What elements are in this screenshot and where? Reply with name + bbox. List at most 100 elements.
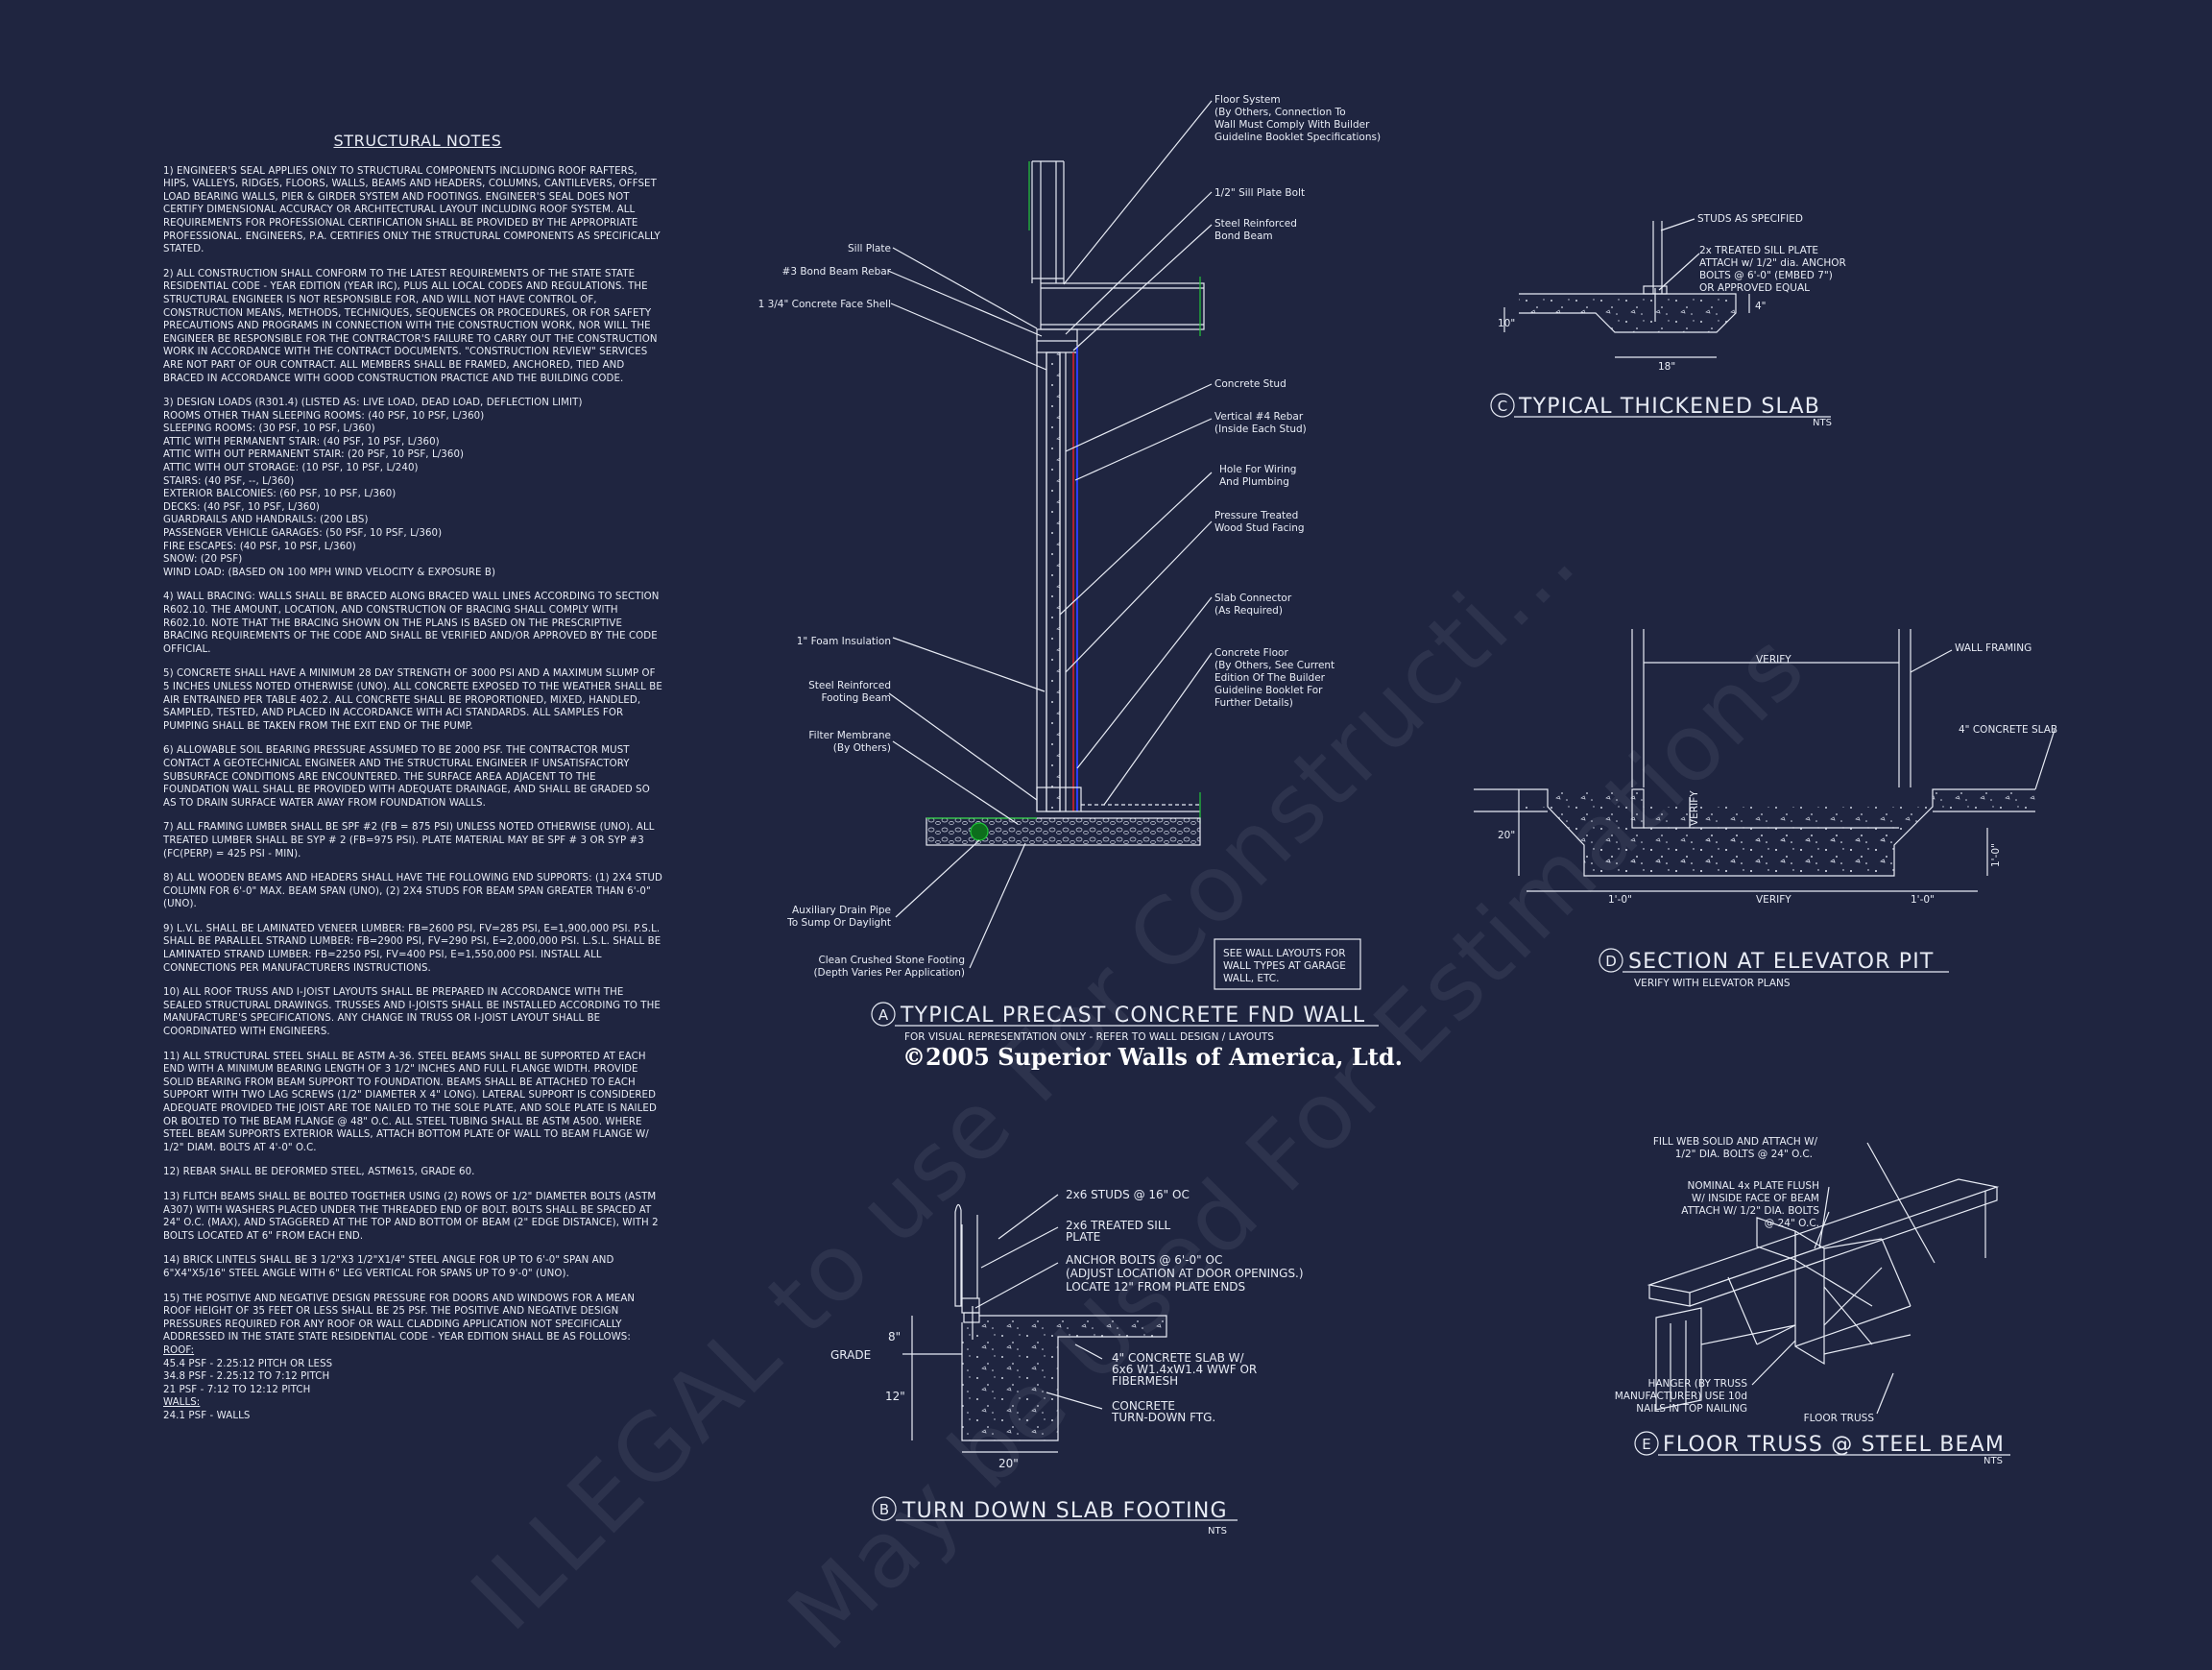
detail-b-scale: NTS bbox=[1208, 1526, 1227, 1537]
d-dim-1ft-left: 1'-0" bbox=[1608, 894, 1632, 906]
label-concrete-floor-3: Edition Of The Builder bbox=[1214, 672, 1326, 684]
d-label-verify-top: VERIFY bbox=[1756, 654, 1791, 666]
c-label-studs: STUDS AS SPECIFIED bbox=[1697, 213, 1803, 225]
d-label-concrete-slab: 4" CONCRETE SLAB bbox=[1959, 724, 2057, 736]
note-4: 4) WALL BRACING: WALLS SHALL BE BRACED A… bbox=[163, 592, 660, 655]
structural-notes: STRUCTURAL NOTES 1) ENGINEER'S SEAL APPL… bbox=[163, 132, 662, 1422]
label-slab-connector-2: (As Required) bbox=[1214, 605, 1283, 617]
detail-b-turn-down-footing bbox=[872, 1194, 1238, 1521]
label-filter-membrane-2: (By Others) bbox=[833, 742, 891, 754]
label-footing-beam-1: Steel Reinforced bbox=[808, 680, 891, 691]
b-dim-20: 20" bbox=[998, 1457, 1019, 1470]
detail-d-labels: WALL FRAMING 4" CONCRETE SLAB VERIFY VER… bbox=[1498, 642, 2057, 989]
note-15: 15) THE POSITIVE AND NEGATIVE DESIGN PRE… bbox=[163, 1293, 636, 1343]
detail-c-thickened-slab bbox=[1490, 218, 1831, 418]
label-concrete-floor-5: Further Details) bbox=[1214, 697, 1293, 709]
label-vertical-rebar-1: Vertical #4 Rebar bbox=[1214, 411, 1304, 423]
walls-heading: WALLS: bbox=[163, 1397, 201, 1409]
notes-title: STRUCTURAL NOTES bbox=[333, 132, 502, 150]
detail-d-subtitle: VERIFY WITH ELEVATOR PLANS bbox=[1634, 978, 1791, 989]
detail-a-note-box: SEE WALL LAYOUTS FOR WALL TYPES AT GARAG… bbox=[1223, 948, 1346, 984]
detail-e-floor-truss bbox=[1634, 1142, 2010, 1456]
detail-c-labels: STUDS AS SPECIFIED 2x TREATED SILL PLATE… bbox=[1498, 213, 1846, 373]
b-label-studs: 2x6 STUDS @ 16" OC bbox=[1066, 1188, 1190, 1201]
c-dim-4: 4" bbox=[1755, 301, 1767, 312]
label-sill-plate: Sill Plate bbox=[848, 243, 891, 254]
d-label-verify-bottom: VERIFY bbox=[1756, 894, 1791, 906]
detail-c-scale: NTS bbox=[1813, 418, 1832, 428]
b-label-sill-2: PLATE bbox=[1066, 1230, 1100, 1244]
c-label-sill-4: OR APPROVED EQUAL bbox=[1699, 282, 1810, 294]
detail-a-left-labels: Sill Plate #3 Bond Beam Rebar 1 3/4" Con… bbox=[758, 243, 965, 979]
d-dim-1ft-vert: 1'-0" bbox=[1990, 843, 2002, 867]
b-label-anchor-3: LOCATE 12" FROM PLATE ENDS bbox=[1066, 1280, 1245, 1294]
label-floor-system-1: Floor System bbox=[1214, 94, 1281, 106]
e-label-hanger-3: NAILS IN TOP NAILING bbox=[1636, 1403, 1747, 1415]
note-8: 8) ALL WOODEN BEAMS AND HEADERS SHALL HA… bbox=[163, 873, 662, 910]
label-concrete-floor-4: Guideline Booklet For bbox=[1214, 685, 1323, 696]
detail-e-scale: NTS bbox=[1984, 1456, 2003, 1466]
roof-heading: ROOF: bbox=[163, 1344, 195, 1356]
label-concrete-stud: Concrete Stud bbox=[1214, 378, 1286, 390]
detail-b-labels: 2x6 STUDS @ 16" OC 2x6 TREATED SILL PLAT… bbox=[830, 1188, 1304, 1470]
b-dim-8: 8" bbox=[888, 1330, 901, 1343]
detail-a-tag: A bbox=[878, 1006, 889, 1024]
label-drain-pipe-1: Auxiliary Drain Pipe bbox=[792, 905, 891, 916]
note-9: 9) L.V.L. SHALL BE LAMINATED VENEER LUMB… bbox=[163, 923, 661, 974]
d-dim-20: 20" bbox=[1498, 830, 1515, 841]
c-label-sill-2: ATTACH w/ 1/2" dia. ANCHOR bbox=[1699, 257, 1846, 269]
b-label-slab-1: 4" CONCRETE SLAB W/ bbox=[1112, 1351, 1244, 1365]
detail-d-elevator-pit bbox=[1474, 629, 2056, 973]
label-concrete-floor-2: (By Others, See Current bbox=[1214, 660, 1334, 671]
label-concrete-face-shell: 1 3/4" Concrete Face Shell bbox=[758, 299, 891, 310]
b-label-sill-1: 2x6 TREATED SILL bbox=[1066, 1219, 1171, 1232]
note-5: 5) CONCRETE SHALL HAVE A MINIMUM 28 DAY … bbox=[163, 668, 662, 732]
label-floor-system-3: Wall Must Comply With Builder bbox=[1214, 119, 1370, 131]
detail-d-title: SECTION AT ELEVATOR PIT bbox=[1628, 950, 1935, 974]
e-label-fill-web-2: 1/2" DIA. BOLTS @ 24" O.C. bbox=[1675, 1149, 1813, 1160]
detail-e-labels: FILL WEB SOLID AND ATTACH W/ 1/2" DIA. B… bbox=[1615, 1136, 1875, 1424]
b-label-turndown-2: TURN-DOWN FTG. bbox=[1111, 1411, 1215, 1424]
label-stone-footing-1: Clean Crushed Stone Footing bbox=[818, 955, 965, 966]
note-10: 10) ALL ROOF TRUSS AND I-JOIST LAYOUTS S… bbox=[163, 987, 661, 1038]
detail-a-title: TYPICAL PRECAST CONCRETE FND WALL bbox=[900, 1004, 1365, 1028]
note-box-line-2: WALL TYPES AT GARAGE bbox=[1223, 960, 1346, 972]
b-label-grade: GRADE bbox=[830, 1348, 871, 1362]
note-6: 6) ALLOWABLE SOIL BEARING PRESSURE ASSUM… bbox=[163, 745, 650, 809]
detail-a-right-labels: Floor System (By Others, Connection To W… bbox=[1214, 94, 1381, 709]
c-dim-18: 18" bbox=[1658, 361, 1675, 373]
detail-b-tag: B bbox=[879, 1501, 889, 1518]
label-sill-plate-bolt: 1/2" Sill Plate Bolt bbox=[1214, 187, 1305, 199]
d-label-verify-side: VERIFY bbox=[1689, 790, 1700, 826]
label-bond-beam-rebar: #3 Bond Beam Rebar bbox=[782, 266, 892, 278]
b-label-slab-2: 6x6 W1.4xW1.4 WWF OR bbox=[1112, 1363, 1257, 1376]
detail-b-title: TURN DOWN SLAB FOOTING bbox=[902, 1499, 1228, 1523]
detail-e-tag: E bbox=[1642, 1436, 1650, 1453]
note-7: 7) ALL FRAMING LUMBER SHALL BE SPF #2 (F… bbox=[163, 822, 655, 859]
e-label-fill-web-1: FILL WEB SOLID AND ATTACH W/ bbox=[1653, 1136, 1818, 1148]
e-label-hanger-1: HANGER (BY TRUSS bbox=[1647, 1378, 1747, 1390]
b-label-turndown-1: CONCRETE bbox=[1112, 1399, 1175, 1413]
e-label-plate-2: W/ INSIDE FACE OF BEAM bbox=[1692, 1193, 1819, 1204]
label-filter-membrane-1: Filter Membrane bbox=[808, 730, 891, 741]
e-label-plate-1: NOMINAL 4x PLATE FLUSH bbox=[1687, 1180, 1819, 1192]
label-drain-pipe-2: To Sump Or Daylight bbox=[786, 917, 891, 929]
label-bond-beam-2: Bond Beam bbox=[1214, 230, 1273, 242]
e-label-plate-3: ATTACH W/ 1/2" DIA. BOLTS bbox=[1681, 1205, 1819, 1217]
note-14: 14) BRICK LINTELS SHALL BE 3 1/2"x3 1/2"… bbox=[163, 1255, 614, 1279]
detail-c-tag: C bbox=[1498, 398, 1507, 415]
detail-c-title: TYPICAL THICKENED SLAB bbox=[1518, 395, 1820, 419]
copyright-text: ©2005 Superior Walls of America, Ltd. bbox=[902, 1043, 1403, 1071]
c-label-sill-1: 2x TREATED SILL PLATE bbox=[1699, 245, 1818, 256]
label-foam-insulation: 1" Foam Insulation bbox=[797, 636, 891, 647]
e-label-hanger-2: MANUFACTURER) USE 10d bbox=[1615, 1391, 1747, 1402]
b-label-slab-3: FIBERMESH bbox=[1112, 1374, 1178, 1388]
label-floor-system-2: (By Others, Connection To bbox=[1214, 107, 1346, 118]
note-12: 12) REBAR SHALL BE DEFORMED STEEL, ASTM6… bbox=[163, 1167, 475, 1178]
c-dim-10: 10" bbox=[1498, 318, 1515, 329]
detail-a-subtitle: FOR VISUAL REPRESENTATION ONLY - REFER T… bbox=[904, 1031, 1274, 1043]
e-label-plate-4: @ 24" O.C. bbox=[1765, 1218, 1819, 1229]
b-dim-12: 12" bbox=[885, 1390, 905, 1403]
label-floor-system-4: Guideline Booklet Specifications) bbox=[1214, 132, 1381, 143]
